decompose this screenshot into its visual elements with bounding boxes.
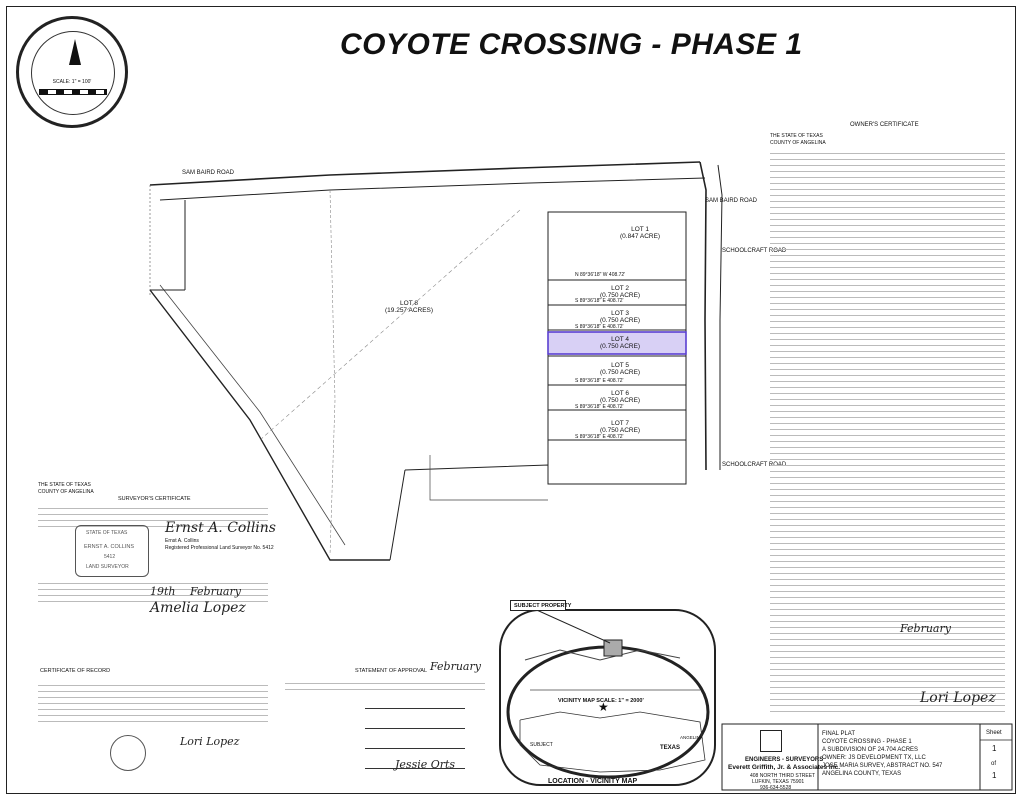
bearing-label: S 89°36'18" E 408.72' — [575, 404, 624, 410]
firm-phone: 936-634-5528 — [760, 785, 792, 791]
plat-line-6: ANGELINA COUNTY, TEXAS — [822, 771, 902, 777]
owners-certificate-heading: OWNER'S CERTIFICATE — [850, 122, 919, 128]
sheet-of-label: of — [991, 761, 997, 767]
state-of-texas-label: THE STATE OF TEXAS — [770, 133, 823, 139]
plat-line-4: OWNER: JS DEVELOPMENT TX, LLC — [822, 755, 926, 761]
notary-month: February — [190, 585, 241, 598]
bearing-label: S 89°36'18" E 408.72' — [575, 434, 624, 440]
county-seal-stamp — [110, 735, 146, 771]
plat-line-2: COYOTE CROSSING - PHASE 1 — [822, 739, 912, 745]
lot-8: LOT 8(19.257 ACRES) — [385, 300, 434, 314]
surveyor-title: Registered Professional Land Surveyor No… — [165, 545, 274, 551]
surveyors-certificate-heading: SURVEYOR'S CERTIFICATE — [118, 496, 191, 502]
road-label-sam-baird-right: SAM BAIRD ROAD — [705, 198, 758, 204]
lot-7: LOT 7(0.750 ACRE) — [600, 420, 641, 434]
plat-line-1: FINAL PLAT — [822, 731, 856, 737]
sheet-total: 1 — [992, 771, 997, 780]
road-label-sam-baird: SAM BAIRD ROAD — [182, 170, 235, 176]
sheet-label: Sheet — [986, 730, 1002, 736]
north-arrow-seal: SCALE: 1" = 100' — [16, 16, 128, 128]
surveyor-signature: Ernst A. Collins — [165, 520, 276, 536]
surveyor-text-block — [38, 505, 268, 529]
commissioner-signature-line — [365, 748, 465, 749]
firm-address: 408 NORTH THIRD STREET — [750, 773, 816, 779]
notary-day: 19th — [150, 585, 176, 598]
lot-4: LOT 4(0.750 ACRE) — [600, 336, 641, 350]
firm-city: LUFKIN, TEXAS 75901 — [752, 779, 805, 785]
approval-month: February — [430, 660, 481, 673]
vicinity-scale-label: VICINITY MAP SCALE: 1" = 2000' — [548, 697, 670, 706]
sheet-number: 1 — [992, 744, 997, 753]
texas-label: TEXAS — [660, 745, 681, 751]
star-icon: ★ — [598, 700, 609, 714]
plat-line-5: JOSE MARIA SURVEY, ABSTRACT NO. 547 — [822, 763, 943, 769]
clerk-certificate-heading: CERTIFICATE OF RECORD — [40, 668, 111, 674]
plat-sheet — [6, 6, 1016, 794]
approval-heading: STATEMENT OF APPROVAL — [355, 668, 428, 674]
clerk-text-block — [38, 682, 268, 722]
road-label-schoolcraft-bottom: SCHOOLCRAFT ROAD — [722, 462, 787, 468]
lot-3: LOT 3(0.750 ACRE) — [600, 310, 641, 324]
angelina-label: ANGELINA — [680, 735, 703, 740]
north-arrow-icon — [69, 39, 81, 65]
county-label: COUNTY OF ANGELINA — [38, 489, 94, 495]
road-label-schoolcraft: SCHOOLCRAFT ROAD — [722, 248, 787, 254]
bearing-label: N 89°36'18" W 408.72' — [575, 272, 626, 278]
dedication-month: February — [900, 622, 951, 635]
approval-text-block — [285, 680, 485, 690]
surveyor-name: Ernst A. Collins — [165, 538, 199, 544]
dedication-signature: Lori Lopez — [920, 690, 996, 706]
firm-name: Everett Griffith, Jr. & Associates Inc. — [728, 764, 841, 771]
subject-small-label: SUBJECT — [530, 742, 553, 748]
bearing-label: S 89°36'18" E 408.72' — [575, 378, 624, 384]
notary-signature: Amelia Lopez — [150, 600, 246, 616]
seal-scale-label: SCALE: 1" = 100' — [52, 79, 92, 85]
location-vicinity-label: LOCATION - VICINITY MAP — [548, 778, 638, 785]
commissioner-signature-line — [365, 768, 465, 769]
firm-logo-icon — [760, 730, 782, 752]
state-of-texas-label: THE STATE OF TEXAS — [38, 482, 91, 488]
dedication-text-block — [770, 612, 1005, 712]
commissioner-signature: Jessie Orts — [395, 758, 456, 771]
lot-2: LOT 2(0.750 ACRE) — [600, 285, 641, 299]
seal-inner-ring — [31, 31, 115, 115]
bearing-label: S 89°36'18" E 408.72' — [575, 324, 624, 330]
commissioner-signature-line — [365, 728, 465, 729]
firm-role: ENGINEERS - SURVEYORS — [745, 757, 824, 763]
lot-6: LOT 6(0.750 ACRE) — [600, 390, 641, 404]
county-label: COUNTY OF ANGELINA — [770, 140, 826, 146]
scale-bar — [39, 89, 107, 95]
page-title: COYOTE CROSSING - PHASE 1 — [340, 28, 803, 61]
subject-property-box: SUBJECT PROPERTY — [510, 600, 571, 611]
notary-text-block — [38, 580, 268, 604]
surveyor-seal-stamp: STATE OF TEXAS ERNST A. COLLINS 5412 LAN… — [75, 525, 149, 577]
commissioner-signature-line — [365, 708, 465, 709]
bearing-label: S 89°36'18" E 408.72' — [575, 298, 624, 304]
plat-line-3: A SUBDIVISION OF 24.704 ACRES — [822, 747, 919, 753]
lot-5: LOT 5(0.750 ACRE) — [600, 362, 641, 376]
lot-1: LOT 1(0.847 ACRE) — [620, 226, 661, 240]
clerk-signature: Lori Lopez — [180, 735, 240, 748]
